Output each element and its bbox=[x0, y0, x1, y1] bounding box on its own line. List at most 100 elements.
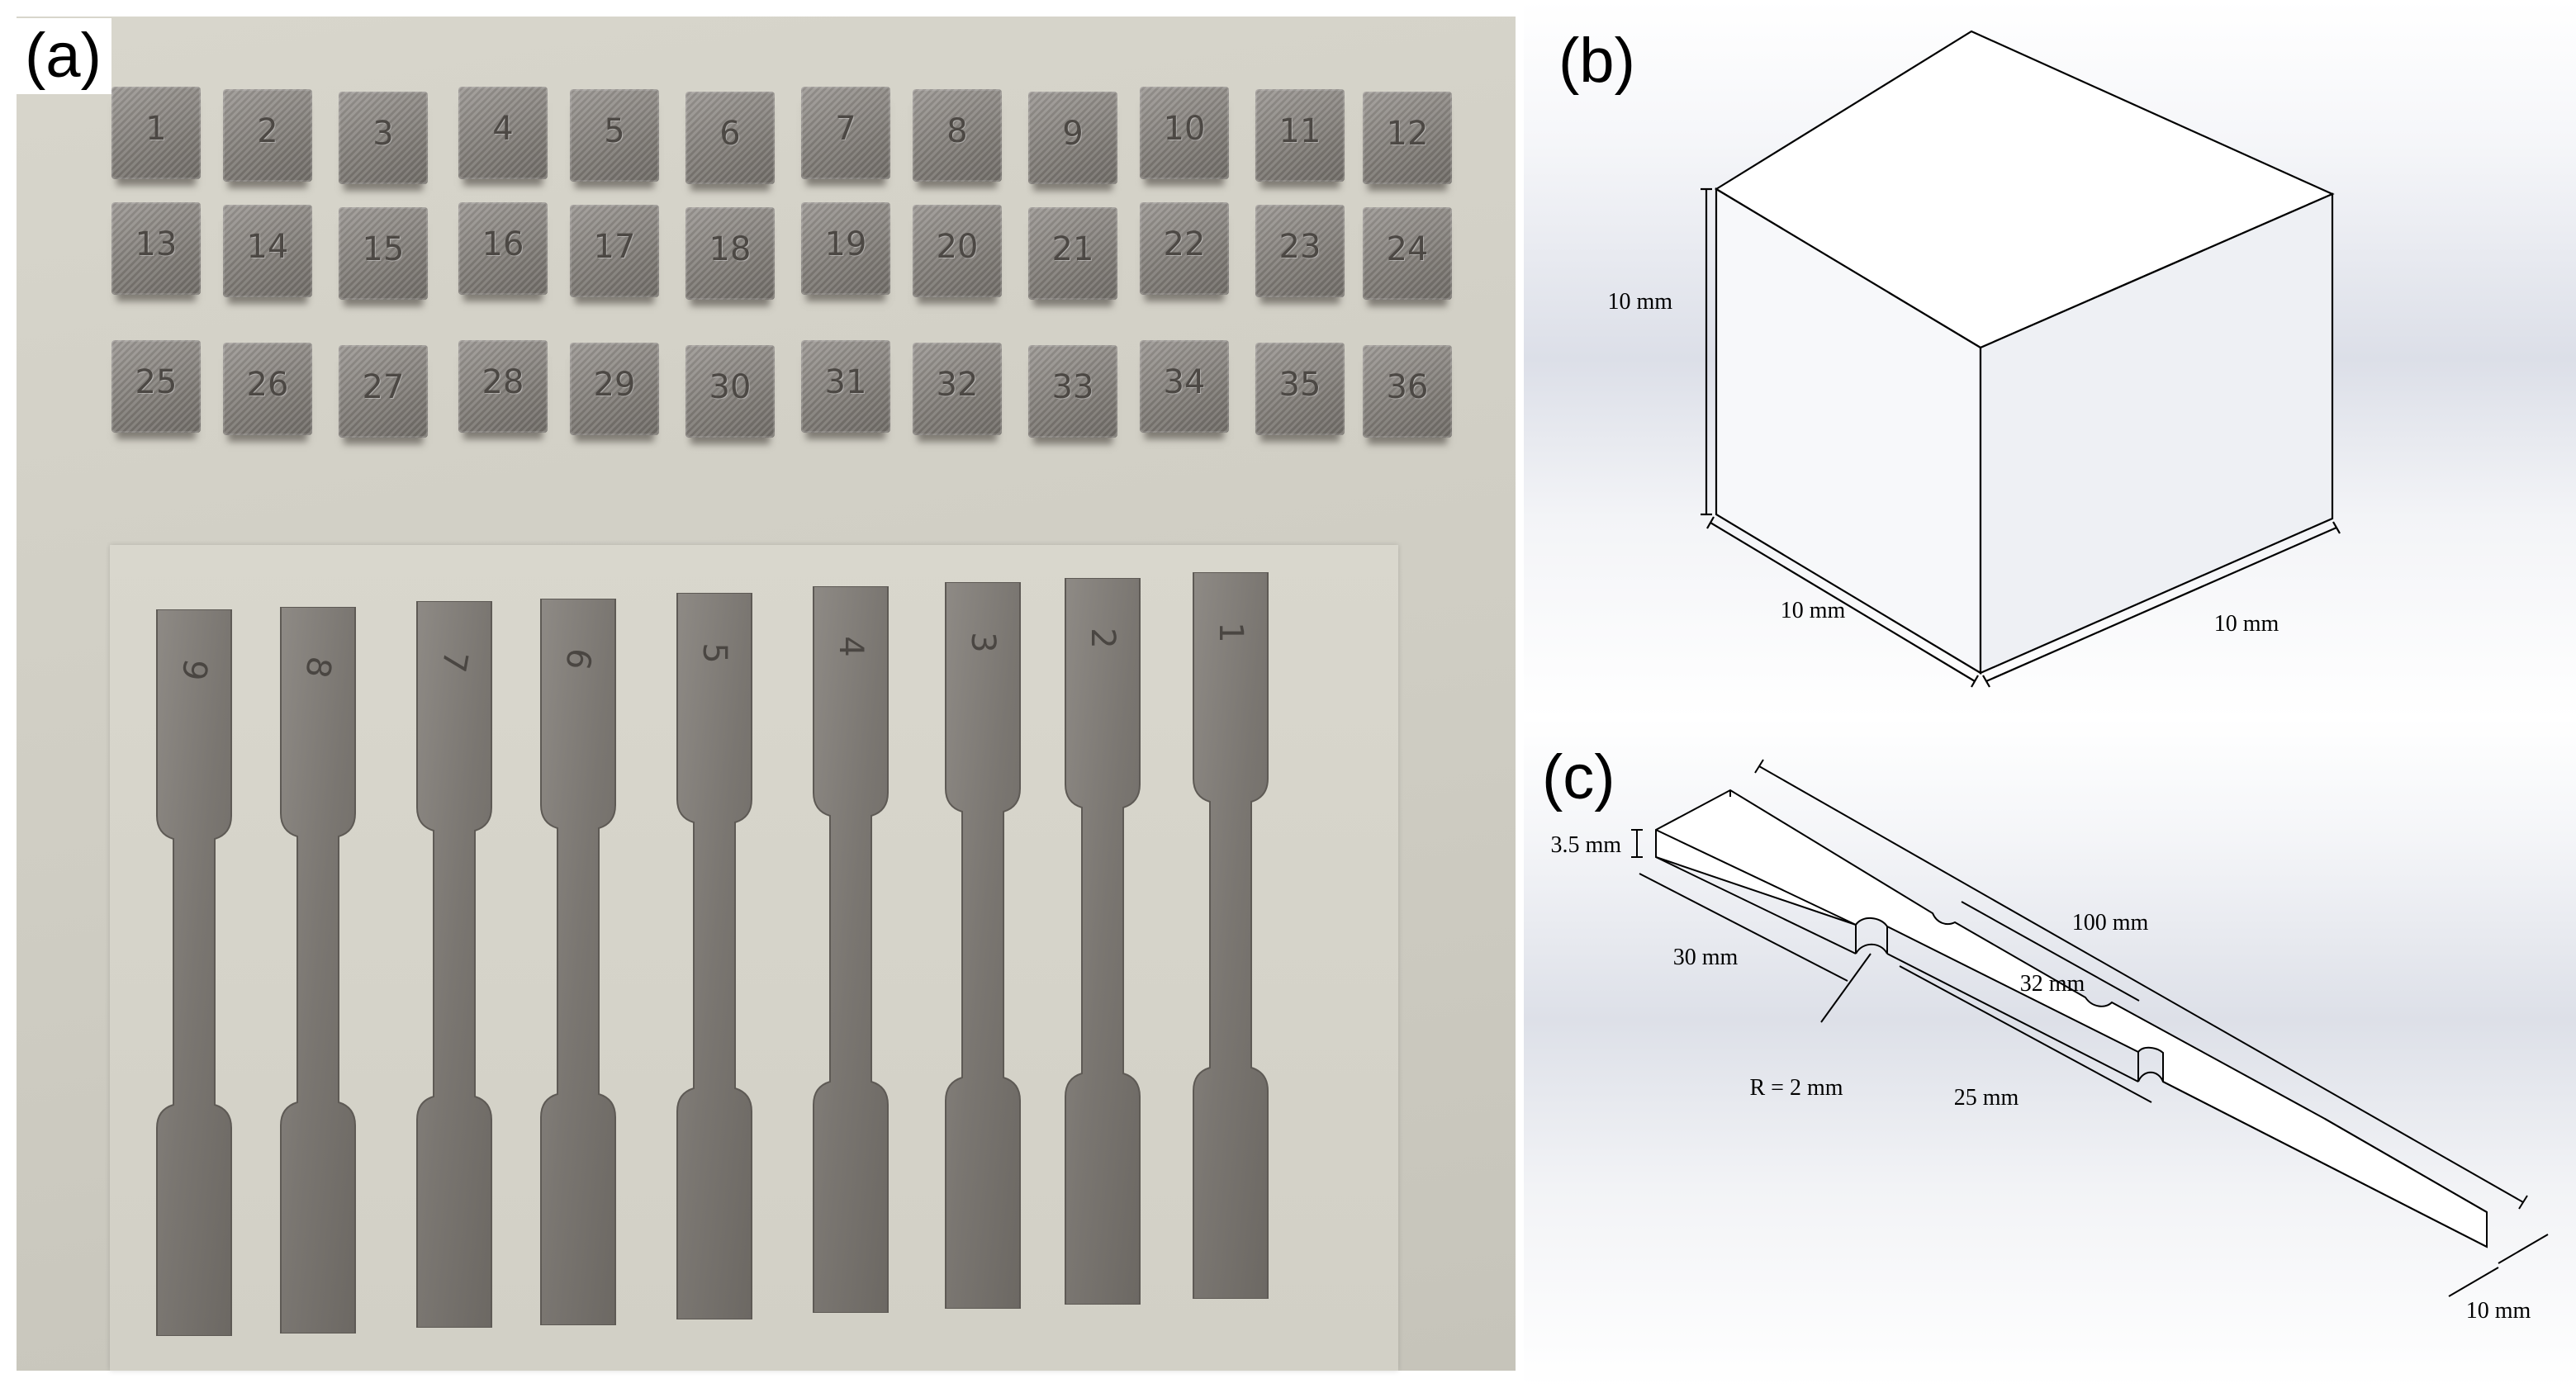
cube-specimen: 20 bbox=[913, 205, 1002, 297]
panel-label-c: (c) bbox=[1542, 742, 1615, 812]
cube-specimen: 25 bbox=[111, 340, 201, 433]
cube-specimen: 7 bbox=[801, 87, 890, 179]
cube-specimen: 17 bbox=[570, 205, 659, 297]
cube-number: 14 bbox=[246, 228, 289, 266]
cube-specimen: 14 bbox=[223, 205, 312, 297]
dim-width: 10 mm bbox=[2466, 1298, 2531, 1324]
dim-cube-left: 10 mm bbox=[1781, 598, 1846, 623]
panel-label-a: (a) bbox=[15, 18, 111, 94]
cube-specimen: 29 bbox=[570, 343, 659, 435]
tensile-specimen: 6 bbox=[533, 599, 624, 1325]
cube-number: 28 bbox=[482, 363, 524, 401]
cube-number: 3 bbox=[372, 115, 394, 153]
cube-number: 32 bbox=[936, 366, 979, 404]
tensile-specimen: 4 bbox=[805, 586, 896, 1313]
cube-number: 5 bbox=[604, 112, 625, 150]
specimen-number: 5 bbox=[695, 642, 733, 664]
cube-specimen: 34 bbox=[1140, 340, 1229, 433]
specimen-number: 1 bbox=[1212, 622, 1250, 643]
dim-overall-length: 100 mm bbox=[2072, 910, 2149, 936]
cube-number: 33 bbox=[1051, 368, 1094, 406]
panel-b-cube-drawing: (b) 10 mm 10 mm 10 mm bbox=[1524, 0, 2576, 718]
dim-grip-length: 30 mm bbox=[1673, 945, 1739, 970]
cube-number: 19 bbox=[824, 225, 867, 263]
dogbone-drawing-svg: 3.5 mm 100 mm 32 mm 30 mm R = 2 mm 25 mm… bbox=[1550, 759, 2549, 1324]
cube-number: 4 bbox=[492, 110, 514, 148]
cube-number: 13 bbox=[135, 225, 178, 263]
cube-number: 11 bbox=[1279, 112, 1321, 150]
cube-specimen: 11 bbox=[1255, 89, 1345, 182]
panel-c-tensile-drawing: (c) bbox=[1524, 718, 2576, 1388]
cube-number: 6 bbox=[719, 115, 741, 153]
cube-number: 16 bbox=[482, 225, 524, 263]
specimen-number: 2 bbox=[1084, 628, 1122, 649]
cube-specimen: 23 bbox=[1255, 205, 1345, 297]
specimen-number: 4 bbox=[832, 636, 870, 657]
cube-specimen: 28 bbox=[458, 340, 548, 433]
cube-specimen: 33 bbox=[1028, 345, 1117, 438]
cube-specimen: 21 bbox=[1028, 207, 1117, 300]
cube-number: 22 bbox=[1163, 225, 1206, 263]
cube-specimen: 16 bbox=[458, 202, 548, 295]
cube-specimen: 15 bbox=[339, 207, 428, 300]
cube-specimen: 18 bbox=[686, 207, 775, 300]
cube-specimen: 31 bbox=[801, 340, 890, 433]
specimen-number: 3 bbox=[964, 632, 1002, 653]
tensile-specimen: 9 bbox=[149, 609, 240, 1336]
tensile-specimen: 1 bbox=[1185, 572, 1276, 1299]
cube-specimen: 36 bbox=[1363, 345, 1452, 438]
dogbone-body bbox=[1655, 789, 2488, 1248]
tensile-specimen: 8 bbox=[273, 607, 363, 1334]
cube-specimen: 27 bbox=[339, 345, 428, 438]
cube-right-face bbox=[1979, 192, 2334, 675]
cube-drawing-svg: 10 mm 10 mm 10 mm bbox=[1607, 30, 2341, 688]
dim-gauge-outer: 32 mm bbox=[2020, 971, 2085, 997]
cube-specimen: 35 bbox=[1255, 343, 1345, 435]
dim-cube-right: 10 mm bbox=[2214, 611, 2279, 637]
cube-specimen: 13 bbox=[111, 202, 201, 295]
cube-specimen: 8 bbox=[913, 89, 1002, 182]
cube-number: 24 bbox=[1386, 230, 1429, 268]
cube-number: 8 bbox=[946, 112, 968, 150]
cube-number: 26 bbox=[246, 366, 289, 404]
cube-specimen: 24 bbox=[1363, 207, 1452, 300]
cube-number: 1 bbox=[145, 110, 167, 148]
panel-label-b: (b) bbox=[1558, 26, 1635, 96]
cube-specimen: 4 bbox=[458, 87, 548, 179]
cube-number: 15 bbox=[362, 230, 405, 268]
cube-number: 2 bbox=[257, 112, 278, 150]
cube-specimen: 22 bbox=[1140, 202, 1229, 295]
cube-number: 27 bbox=[362, 368, 405, 406]
cube-specimen: 2 bbox=[223, 89, 312, 182]
cube-number: 9 bbox=[1062, 115, 1084, 153]
cube-number: 36 bbox=[1386, 368, 1429, 406]
cube-number: 17 bbox=[593, 228, 636, 266]
dim-gauge-inner: 25 mm bbox=[1954, 1085, 2019, 1111]
cube-specimen: 30 bbox=[686, 345, 775, 438]
cube-specimen: 12 bbox=[1363, 92, 1452, 184]
dim-thickness: 3.5 mm bbox=[1550, 832, 1621, 858]
dim-cube-height: 10 mm bbox=[1607, 289, 1672, 315]
tensile-specimen: 2 bbox=[1057, 578, 1148, 1305]
dim-fillet-radius: R = 2 mm bbox=[1749, 1075, 1843, 1101]
cube-number: 12 bbox=[1386, 115, 1429, 153]
cube-specimen: 9 bbox=[1028, 92, 1117, 184]
cube-specimen: 26 bbox=[223, 343, 312, 435]
cube-specimen: 3 bbox=[339, 92, 428, 184]
cube-specimen: 19 bbox=[801, 202, 890, 295]
tensile-specimen: 7 bbox=[409, 601, 500, 1328]
cube-specimen: 6 bbox=[686, 92, 775, 184]
cube-specimen: 32 bbox=[913, 343, 1002, 435]
cube-number: 20 bbox=[936, 228, 979, 266]
cube-number: 23 bbox=[1279, 228, 1321, 266]
cube-number: 10 bbox=[1163, 110, 1206, 148]
cube-number: 30 bbox=[709, 368, 752, 406]
cube-number: 18 bbox=[709, 230, 752, 268]
cube-number: 31 bbox=[824, 363, 867, 401]
cube-number: 21 bbox=[1051, 230, 1094, 268]
cube-specimen: 5 bbox=[570, 89, 659, 182]
cube-number: 35 bbox=[1279, 366, 1321, 404]
cube-number: 34 bbox=[1163, 363, 1206, 401]
